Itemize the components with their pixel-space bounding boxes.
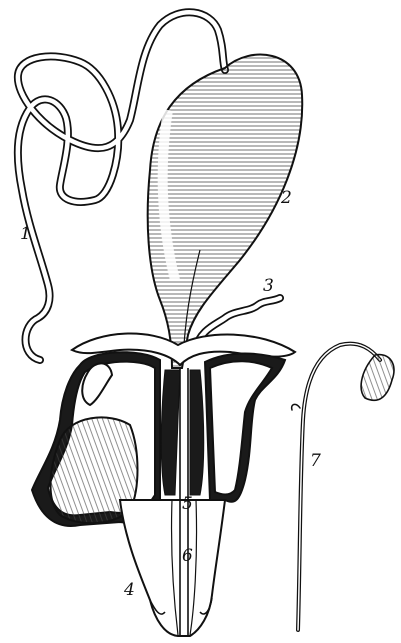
- label-7: 7: [310, 453, 321, 470]
- label-1: 1: [20, 226, 31, 243]
- label-4: 4: [124, 582, 135, 599]
- label-2: 2: [281, 190, 292, 207]
- label-6: 6: [182, 548, 193, 565]
- label-5: 5: [182, 496, 193, 513]
- cross-section-body: [32, 334, 295, 636]
- label-3: 3: [263, 278, 274, 295]
- thin-tube-7: [292, 344, 394, 630]
